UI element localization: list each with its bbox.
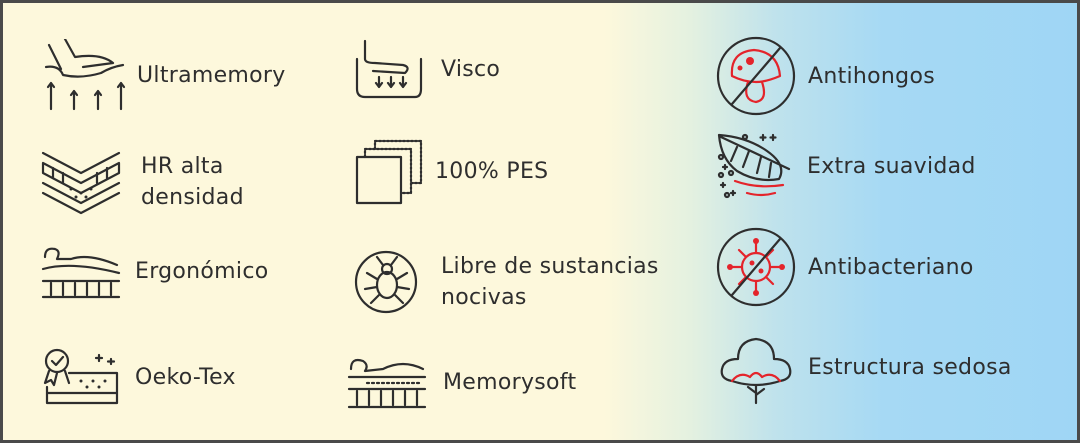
feature-ergonomico: Ergonómico bbox=[41, 243, 269, 299]
fabric-layers-icon bbox=[355, 139, 423, 205]
feature-label: Visco bbox=[441, 56, 501, 82]
feature-100-pes: 100% PES bbox=[353, 135, 548, 207]
feature-label: Antibacteriano bbox=[808, 254, 974, 280]
feature-memorysoft: Memorysoft bbox=[347, 355, 576, 409]
feature-label: Extra suavidad bbox=[807, 153, 976, 179]
feature-label: Antihongos bbox=[808, 63, 935, 89]
feature-label: Memorysoft bbox=[443, 369, 577, 395]
feature-label: Estructura sedosa bbox=[808, 354, 1012, 380]
feature-ultramemory: Ultramemory bbox=[41, 39, 286, 111]
hand-pressing-foam-icon bbox=[44, 39, 126, 111]
mite-circle-icon bbox=[354, 250, 418, 314]
feature-extra-suavidad: Extra suavidad bbox=[717, 131, 976, 201]
foot-pressing-foam-icon bbox=[355, 39, 423, 99]
certified-mattress-icon bbox=[43, 348, 119, 405]
feature-icon-feather bbox=[717, 133, 791, 199]
pillow-mattress-icon bbox=[347, 358, 427, 409]
no-fungus-icon bbox=[716, 36, 796, 116]
feature-label: Oeko-Tex bbox=[135, 364, 236, 390]
foam-layers-icon bbox=[41, 151, 121, 215]
no-bacteria-icon bbox=[716, 227, 796, 307]
feature-visco: Visco bbox=[353, 37, 500, 101]
feature-oeko-tex: Oeko-Tex bbox=[41, 347, 236, 407]
cotton-flower-icon bbox=[720, 337, 792, 405]
feature-label: Ergonómico bbox=[135, 258, 269, 284]
feature-antibacteriano: Antibacteriano bbox=[716, 227, 974, 307]
person-lying-mattress-icon bbox=[41, 247, 121, 299]
feature-estructura-sedosa: Estructura sedosa bbox=[716, 329, 1012, 405]
feature-antihongos: Antihongos bbox=[716, 36, 935, 116]
feature-label: Ultramemory bbox=[137, 62, 286, 88]
feature-label: 100% PES bbox=[435, 158, 549, 184]
